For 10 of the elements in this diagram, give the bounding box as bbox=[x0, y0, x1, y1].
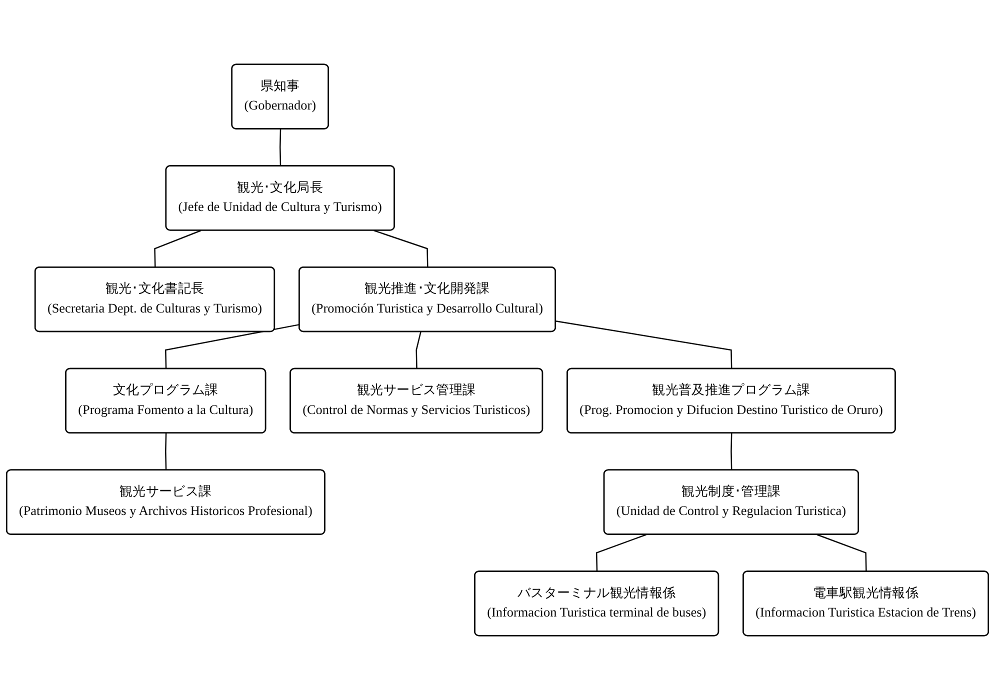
connector bbox=[280, 129, 282, 166]
connector bbox=[816, 534, 867, 572]
connector bbox=[154, 230, 202, 268]
connector bbox=[596, 534, 646, 572]
connector bbox=[374, 230, 428, 268]
connector bbox=[416, 332, 422, 369]
connector bbox=[165, 324, 300, 369]
connector bbox=[556, 320, 732, 369]
connector bbox=[730, 433, 732, 470]
connector bbox=[165, 433, 167, 470]
